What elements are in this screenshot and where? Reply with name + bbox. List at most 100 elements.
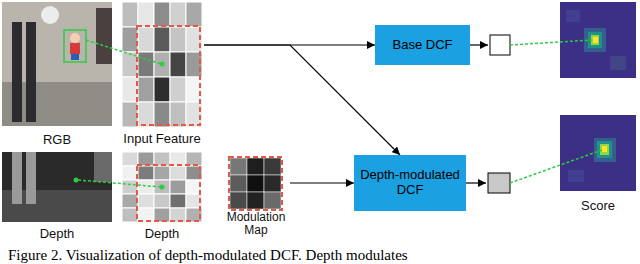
score-map: [560, 2, 636, 78]
grid-cell: [154, 52, 170, 77]
process-box: Depth-modulated DCF: [354, 155, 466, 211]
grid-cell: [247, 192, 264, 209]
grid-cell: [122, 208, 138, 222]
heat-cell: [568, 170, 584, 182]
grid-cell: [154, 208, 170, 222]
response-square: [490, 35, 510, 55]
image-label: Depth: [117, 226, 207, 241]
grid-cell: [170, 152, 186, 166]
leader-dot: [160, 185, 165, 190]
heat-cell: [610, 56, 626, 70]
grid-cell: [138, 194, 154, 208]
grid-cell: [230, 175, 247, 192]
heat-ground: [560, 2, 636, 78]
grid-cell: [154, 152, 170, 166]
heat-cell: [566, 10, 580, 22]
grid-cell: [186, 2, 202, 27]
grid-cell: [247, 175, 264, 192]
grid-cell: [170, 52, 186, 77]
grid-cell: [247, 158, 264, 175]
arrow: [470, 44, 488, 45]
heat-ground: [560, 115, 636, 191]
heat-peak: [593, 37, 598, 43]
grid-cell: [122, 77, 138, 102]
grid-cell: [138, 77, 154, 102]
depth-leg: [26, 152, 36, 204]
heat-cell: [591, 35, 599, 45]
grid-cell: [264, 158, 281, 175]
photo-wall: [2, 2, 112, 126]
heat-cell: [594, 138, 616, 162]
doll-body: [70, 43, 80, 54]
grid-cell: [122, 2, 138, 27]
photo-leg: [26, 22, 36, 122]
grid-cell: [138, 152, 154, 166]
node-text: Depth-modulated DCF: [358, 168, 462, 198]
dashed-window: [229, 157, 282, 210]
photo-shelf: [96, 8, 112, 64]
image-label: Score: [553, 198, 640, 213]
depth-image: [2, 152, 112, 222]
leader-line: [510, 150, 602, 183]
depth-shelf: [94, 152, 112, 182]
grid-cell: [230, 158, 247, 175]
grid-cell: [122, 27, 138, 52]
heat-cell: [597, 141, 612, 158]
arrow: [466, 182, 486, 183]
image-label: RGB: [12, 132, 102, 147]
figure-caption: Figure 2. Visualization of depth-modulat…: [8, 247, 408, 263]
grid-cell: [138, 52, 154, 77]
node-text: Base DCF: [393, 38, 453, 53]
grid-cell: [154, 194, 170, 208]
doll-head: [70, 33, 80, 43]
dashed-window: [137, 165, 200, 221]
photo-ball: [41, 6, 59, 24]
heat-peak: [602, 146, 607, 152]
leader-dot: [160, 62, 165, 67]
grid-cell: [122, 152, 138, 166]
grid-cell: [138, 27, 154, 52]
response-square: [488, 173, 510, 193]
grid-cell: [138, 208, 154, 222]
rgb-image: [2, 2, 112, 126]
grid-cell: [154, 2, 170, 27]
grid-cell: [154, 102, 170, 127]
score-map: [560, 115, 636, 191]
image-label: Depth: [12, 226, 102, 241]
feature-map: Input Feature: [120, 2, 204, 146]
grid-cell: [138, 166, 154, 180]
dashed-window: [137, 26, 200, 125]
grid-cell: [170, 27, 186, 52]
grid-cell: [122, 166, 138, 180]
grid-cell: [170, 180, 186, 194]
grid-cell: [138, 2, 154, 27]
grid-cell: [138, 102, 154, 127]
grid-cell: [230, 192, 247, 209]
grid-cell: [122, 194, 138, 208]
grid-cell: [170, 166, 186, 180]
grid-cell: [186, 152, 202, 166]
modulation-map: Modulation Map: [222, 156, 290, 237]
node-text: Modulation Map: [222, 211, 290, 237]
grid-cell: [138, 180, 154, 194]
leader-line: [78, 180, 161, 187]
grid-cell: [170, 2, 186, 27]
grid-cell: [264, 192, 281, 209]
depth-ground: [2, 152, 112, 222]
photo-leg: [12, 22, 22, 122]
grid-cell: [186, 77, 202, 102]
target-box: [64, 30, 86, 62]
grid-cell: [170, 77, 186, 102]
grid-cell: [154, 27, 170, 52]
process-box: Base DCF: [375, 25, 470, 65]
modulation-grid: [230, 158, 281, 209]
connector-arrow: [204, 45, 400, 155]
node-text: Input Feature: [120, 131, 204, 146]
grid-cell: [170, 194, 186, 208]
leader-line: [86, 40, 161, 64]
grid-cell: [264, 175, 281, 192]
depth-grid: [122, 152, 202, 222]
